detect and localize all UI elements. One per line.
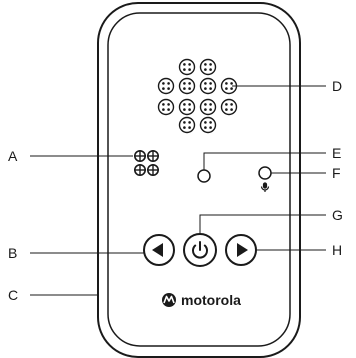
- light-sensor: [197, 169, 211, 183]
- speaker-grille: [157, 58, 238, 134]
- mic-hole: [134, 150, 147, 163]
- brand-logo: motorola: [162, 292, 241, 308]
- device-inner-face: [107, 12, 291, 347]
- power-icon: [192, 241, 208, 259]
- brand-name: motorola: [181, 292, 241, 308]
- speaker-hole: [199, 116, 217, 134]
- callout-line-g: [199, 214, 326, 234]
- right-button[interactable]: [225, 234, 257, 266]
- callout-label-b: B: [8, 245, 17, 261]
- speaker-hole: [178, 58, 196, 76]
- mic-led-light: [258, 166, 272, 180]
- speaker-hole: [157, 98, 175, 116]
- callout-label-e: E: [332, 145, 341, 161]
- left-button[interactable]: [143, 234, 175, 266]
- speaker-hole: [157, 77, 175, 95]
- speaker-hole: [199, 98, 217, 116]
- callout-lines: [30, 85, 326, 296]
- speaker-hole: [220, 98, 238, 116]
- callout-labels: A B C D E F G H: [8, 78, 343, 303]
- right-arrow-icon: [237, 243, 248, 257]
- device-body: [97, 2, 301, 358]
- callout-label-d: D: [332, 78, 342, 94]
- speaker-hole: [199, 58, 217, 76]
- callout-label-g: G: [332, 207, 343, 223]
- microphone-icon: [260, 182, 270, 192]
- mic-led-indicator: [258, 166, 272, 192]
- mic-hole: [134, 164, 147, 177]
- speaker-hole: [178, 98, 196, 116]
- device-outer-shell: [97, 2, 301, 358]
- callout-label-a: A: [8, 148, 18, 164]
- mic-hole: [147, 164, 160, 177]
- callout-label-h: H: [332, 242, 342, 258]
- left-arrow-icon: [152, 243, 163, 257]
- callout-label-f: F: [332, 165, 341, 181]
- speaker-hole: [178, 77, 196, 95]
- speaker-hole: [199, 77, 217, 95]
- callout-label-c: C: [8, 287, 18, 303]
- microphone-holes: [134, 150, 160, 177]
- power-button[interactable]: [183, 233, 217, 267]
- mic-hole: [147, 150, 160, 163]
- speaker-hole: [178, 116, 196, 134]
- callout-line-e: [203, 152, 326, 170]
